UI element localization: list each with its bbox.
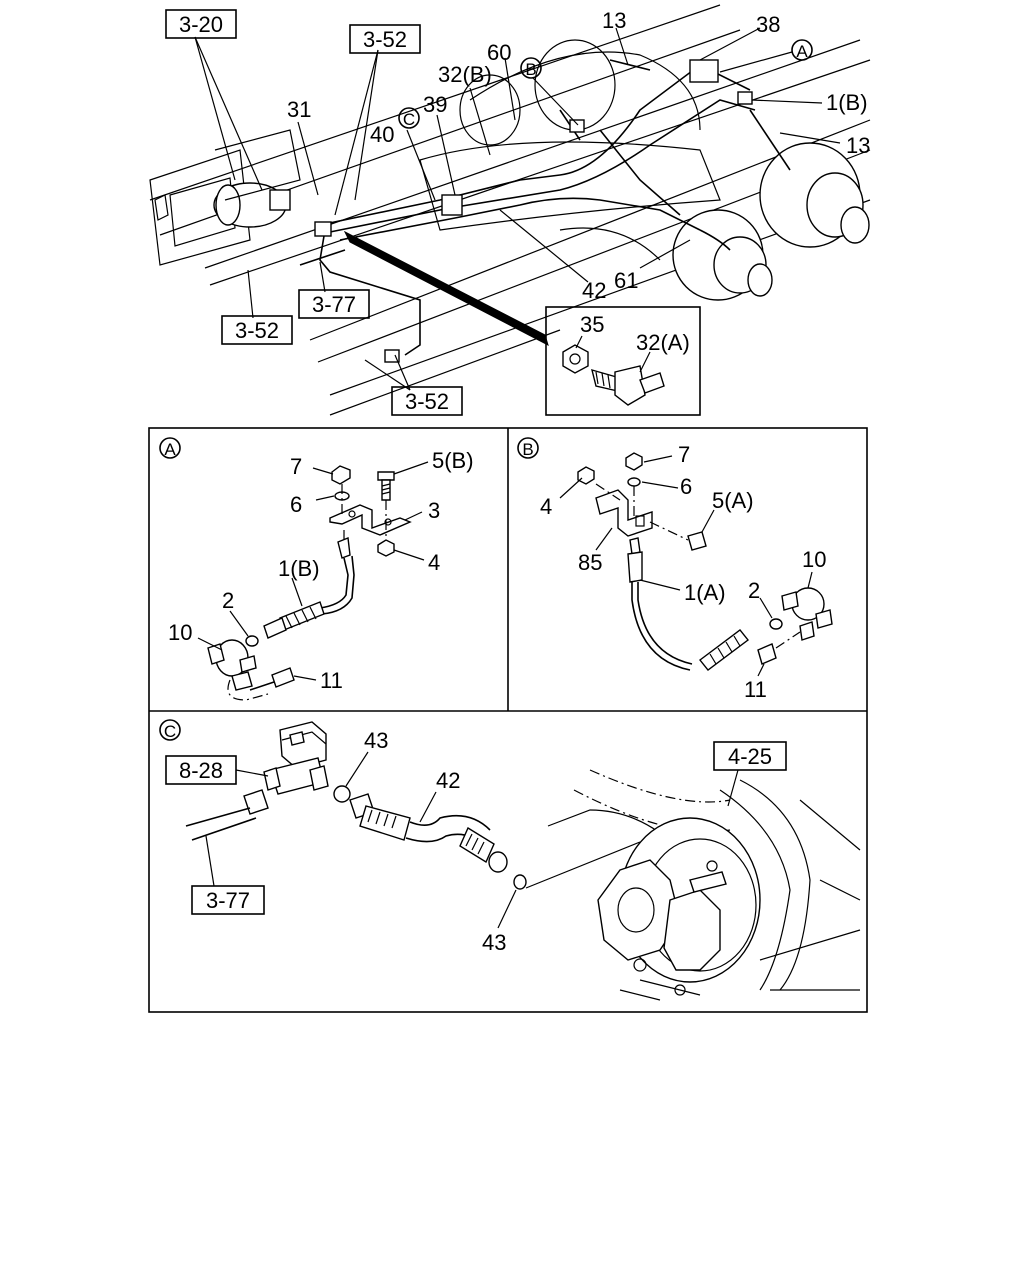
- tee-10-b: [781, 587, 833, 641]
- label-a-7: 7: [290, 454, 302, 479]
- label-61: 61: [614, 268, 638, 293]
- label-60: 60: [487, 40, 511, 65]
- ref-3-77[interactable]: 3-77: [312, 292, 356, 317]
- detail-panels-frame: [148, 427, 868, 1013]
- ref-box-3-52-top[interactable]: [349, 24, 421, 54]
- callout-a-circle: [791, 39, 813, 61]
- axle-housing: [547, 769, 861, 1001]
- callout-b: B: [525, 60, 536, 79]
- ref-4-25[interactable]: 4-25: [728, 744, 772, 769]
- nut-35: [562, 344, 589, 374]
- callout-a: A: [796, 42, 808, 61]
- ref-box-3-77[interactable]: [298, 289, 370, 319]
- ref-3-20[interactable]: 3-20: [179, 12, 223, 37]
- label-1b: 1(B): [826, 90, 868, 115]
- label-a-2: 2: [222, 588, 234, 613]
- panel-a-tag: A: [164, 440, 176, 459]
- ref-3-52-left[interactable]: 3-52: [235, 318, 279, 343]
- ref-3-77-c[interactable]: 3-77: [206, 888, 250, 913]
- tee-10-a: [207, 639, 257, 691]
- label-c-43-bottom: 43: [482, 930, 506, 955]
- label-38: 38: [756, 12, 780, 37]
- label-b-1a: 1(A): [684, 580, 726, 605]
- label-35: 35: [580, 312, 604, 337]
- label-c-42: 42: [436, 768, 460, 793]
- label-b-7: 7: [678, 442, 690, 467]
- brake-actuator-left: [213, 129, 301, 228]
- panel-b-tag: B: [522, 440, 533, 459]
- label-40: 40: [370, 122, 394, 147]
- overview-labels: 13 38 60 32(B) 1(B) 13 31 39 40 42 61 C …: [287, 8, 870, 303]
- label-a-5b: 5(B): [432, 448, 474, 473]
- label-a-10: 10: [168, 620, 192, 645]
- panel-c-tag: C: [164, 722, 176, 741]
- label-b-4: 4: [540, 494, 552, 519]
- overview-leaders: [194, 27, 841, 391]
- relay-valve: [263, 721, 329, 795]
- label-a-4: 4: [428, 550, 440, 575]
- label-b-6: 6: [680, 474, 692, 499]
- overview-references: 3-20 3-52 3-52 3-77 3-52: [165, 9, 463, 416]
- label-13-top: 13: [602, 8, 626, 33]
- ref-box-3-20[interactable]: [165, 9, 237, 39]
- label-c-43-top: 43: [364, 728, 388, 753]
- callout-c: C: [403, 110, 415, 129]
- ref-box-3-77-c[interactable]: [191, 885, 265, 915]
- label-42: 42: [582, 278, 606, 303]
- panel-b: B: [517, 437, 833, 702]
- panel-c: C: [159, 719, 861, 1001]
- ref-box-3-52-left[interactable]: [221, 315, 293, 345]
- label-32a: 32(A): [636, 330, 690, 355]
- panel-a: A: [159, 437, 474, 701]
- callout-c-circle: [398, 107, 420, 129]
- label-a-3: 3: [428, 498, 440, 523]
- label-b-5a: 5(A): [712, 488, 754, 513]
- brake-chamber-right-front: [672, 209, 773, 301]
- label-b-11: 11: [744, 677, 767, 702]
- ref-box-3-52-bottom[interactable]: [391, 386, 463, 416]
- label-b-85: 85: [578, 550, 602, 575]
- label-a-6: 6: [290, 492, 302, 517]
- label-31: 31: [287, 97, 311, 122]
- callout-b-circle: [520, 57, 542, 79]
- label-39: 39: [423, 92, 447, 117]
- ref-box-4-25[interactable]: [713, 741, 787, 771]
- label-b-10: 10: [802, 547, 826, 572]
- inset-elbow-fitting: 35 32(A): [545, 306, 701, 416]
- overview-assembly: [149, 4, 871, 416]
- label-b-2: 2: [748, 578, 760, 603]
- label-a-1b: 1(B): [278, 556, 320, 581]
- elbow-32a: [591, 365, 665, 406]
- brake-chamber-right-rear: [759, 142, 870, 248]
- ref-3-52-top[interactable]: 3-52: [363, 27, 407, 52]
- label-a-11: 11: [320, 668, 343, 693]
- ref-3-52-bottom[interactable]: 3-52: [405, 389, 449, 414]
- ref-8-28[interactable]: 8-28: [179, 758, 223, 783]
- label-13-right: 13: [846, 133, 870, 158]
- label-32b: 32(B): [438, 62, 492, 87]
